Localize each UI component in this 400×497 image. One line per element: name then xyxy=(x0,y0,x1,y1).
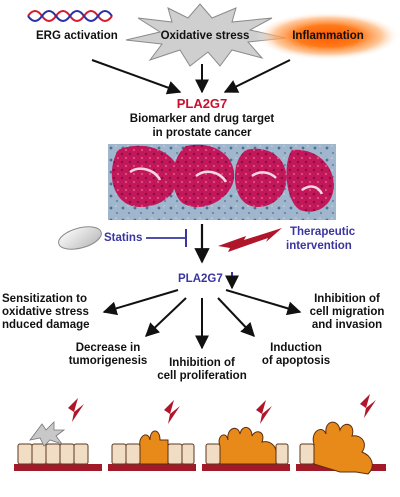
label-pla2g7-down: PLA2G7 xyxy=(178,273,223,285)
label-therapeutic-line1: Therapeutic xyxy=(290,226,356,238)
arrow-to-decrease xyxy=(144,297,187,337)
label-proliferation-line1: Inhibition of xyxy=(169,357,235,369)
histology-image xyxy=(108,144,336,220)
label-decrease-line1: Decrease in xyxy=(75,342,141,354)
label-inflammation: Inflammation xyxy=(292,30,364,42)
label-statins: Statins xyxy=(104,232,143,244)
inflammation-glow-icon xyxy=(256,12,400,60)
label-erg-activation: ERG activation xyxy=(36,30,118,42)
label-proliferation-line2: cell proliferation xyxy=(157,370,247,382)
arrow-erg-to-pla2g7 xyxy=(91,59,182,95)
label-sensitization-line2: oxidative stress xyxy=(2,306,89,318)
label-migration-line3: and invasion xyxy=(311,319,383,331)
statin-pill-icon xyxy=(58,226,102,250)
arrow-to-sensitization xyxy=(102,289,179,316)
label-apoptosis-line2: of apoptosis xyxy=(261,355,331,367)
cell-panel-4 xyxy=(296,394,386,475)
label-biomarker-line2: in prostate cancer xyxy=(152,127,252,139)
therapeutic-lightning-icon xyxy=(218,228,282,252)
label-migration-line2: cell migration xyxy=(309,306,385,318)
statin-inhibition-line xyxy=(146,229,187,247)
label-sensitization-line1: Sensitization to xyxy=(2,293,87,305)
label-decrease-line2: tumorigenesis xyxy=(68,355,148,367)
label-migration-line1: Inhibition of xyxy=(314,293,380,305)
label-pla2g7-title: PLA2G7 xyxy=(176,96,228,111)
dna-helix-icon xyxy=(27,10,113,22)
arrow-to-apoptosis xyxy=(217,297,255,338)
label-apoptosis-line1: Induction xyxy=(270,342,322,354)
cell-panel-3 xyxy=(202,400,290,471)
arrow-inflammation-to-pla2g7 xyxy=(223,59,291,93)
label-biomarker-line1: Biomarker and drug target xyxy=(129,113,275,125)
label-sensitization-line3: nduced damage xyxy=(2,319,90,331)
cell-panel-2 xyxy=(108,400,196,471)
arrow-to-migration xyxy=(225,289,302,316)
oxidative-stress-starburst-icon xyxy=(125,3,287,67)
label-oxidative-stress: Oxidative stress xyxy=(160,30,250,42)
label-therapeutic-line2: intervention xyxy=(286,240,352,252)
cell-panel-1 xyxy=(14,398,102,471)
